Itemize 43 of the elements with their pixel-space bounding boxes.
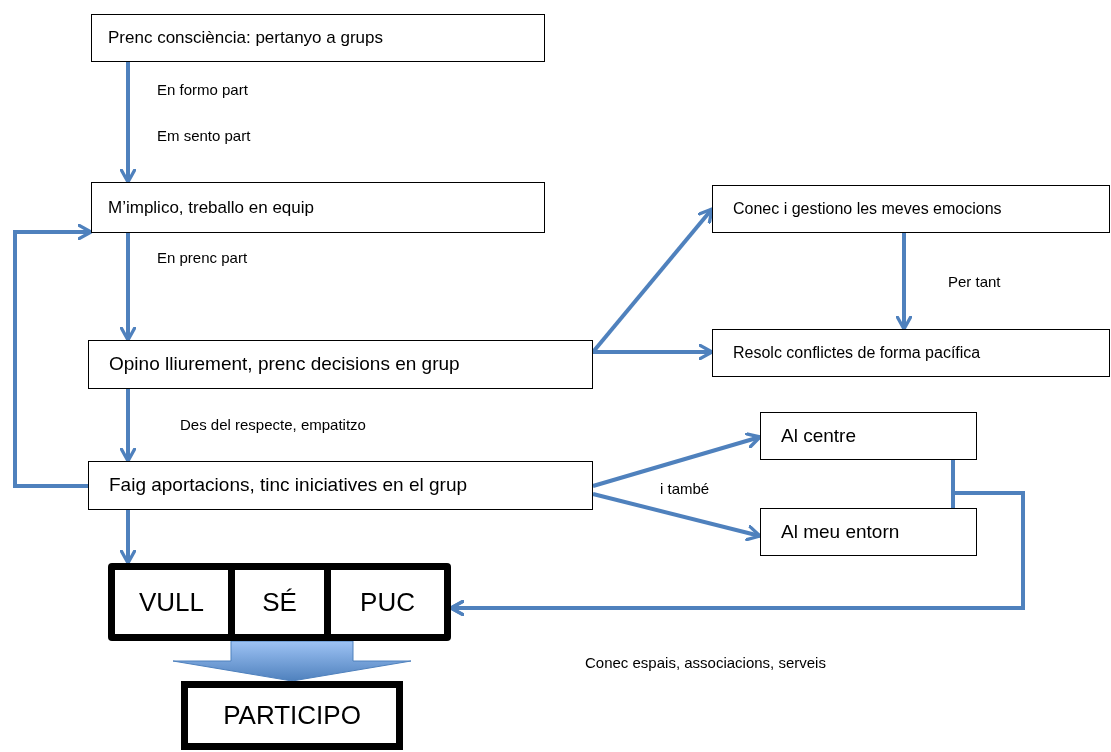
process-box xyxy=(115,570,228,634)
arrow xyxy=(592,432,762,488)
box-text: Faig aportacions, tinc iniciatives en el grup xyxy=(109,473,468,498)
arrow xyxy=(13,223,93,488)
arrow xyxy=(593,343,714,361)
box-text: Opino lliurement, prenc decisions en grup xyxy=(109,352,460,377)
process-box xyxy=(331,570,444,634)
arrow xyxy=(449,491,1025,617)
arrow xyxy=(592,492,762,542)
process-box xyxy=(88,340,593,389)
box-text: Resolc conflictes de forma pacífica xyxy=(733,343,981,363)
note-text: i també xyxy=(660,479,710,499)
note-text: En formo part xyxy=(157,80,248,100)
block-arrow xyxy=(172,640,412,682)
arrow xyxy=(895,233,913,331)
edge-label: En prenc part xyxy=(157,248,248,268)
process-box xyxy=(760,508,977,556)
box-text: Prenc consciència: pertanyo a grups xyxy=(108,27,383,50)
note-text: Conec espais, associacions, serveis xyxy=(585,653,826,673)
frame-box xyxy=(108,563,451,641)
process-box xyxy=(712,185,1110,233)
edge-label: Per tant xyxy=(948,272,1001,292)
process-box xyxy=(760,412,977,460)
process-box xyxy=(91,182,545,233)
box-text: M’implico, treballo en equip xyxy=(108,196,314,219)
box-text: Conec i gestiono les meves emocions xyxy=(733,199,1002,219)
box-text: PARTICIPO xyxy=(223,699,361,732)
box-text: SÉ xyxy=(262,585,297,619)
edge-label: Des del respecte, empatitzo xyxy=(180,415,366,435)
box-text: PUC xyxy=(360,585,415,619)
box-text: Al meu entorn xyxy=(781,519,900,544)
box-text: Al centre xyxy=(781,423,856,448)
process-box xyxy=(91,14,545,62)
arrow xyxy=(119,389,137,463)
process-box xyxy=(88,461,593,510)
arrow xyxy=(119,62,137,184)
note-text: Em sento part xyxy=(157,126,251,146)
process-box xyxy=(712,329,1110,377)
box-text: VULL xyxy=(138,585,204,619)
arrow xyxy=(119,233,137,342)
arrow xyxy=(119,510,137,565)
process-box xyxy=(235,570,324,634)
process-box xyxy=(181,681,403,750)
